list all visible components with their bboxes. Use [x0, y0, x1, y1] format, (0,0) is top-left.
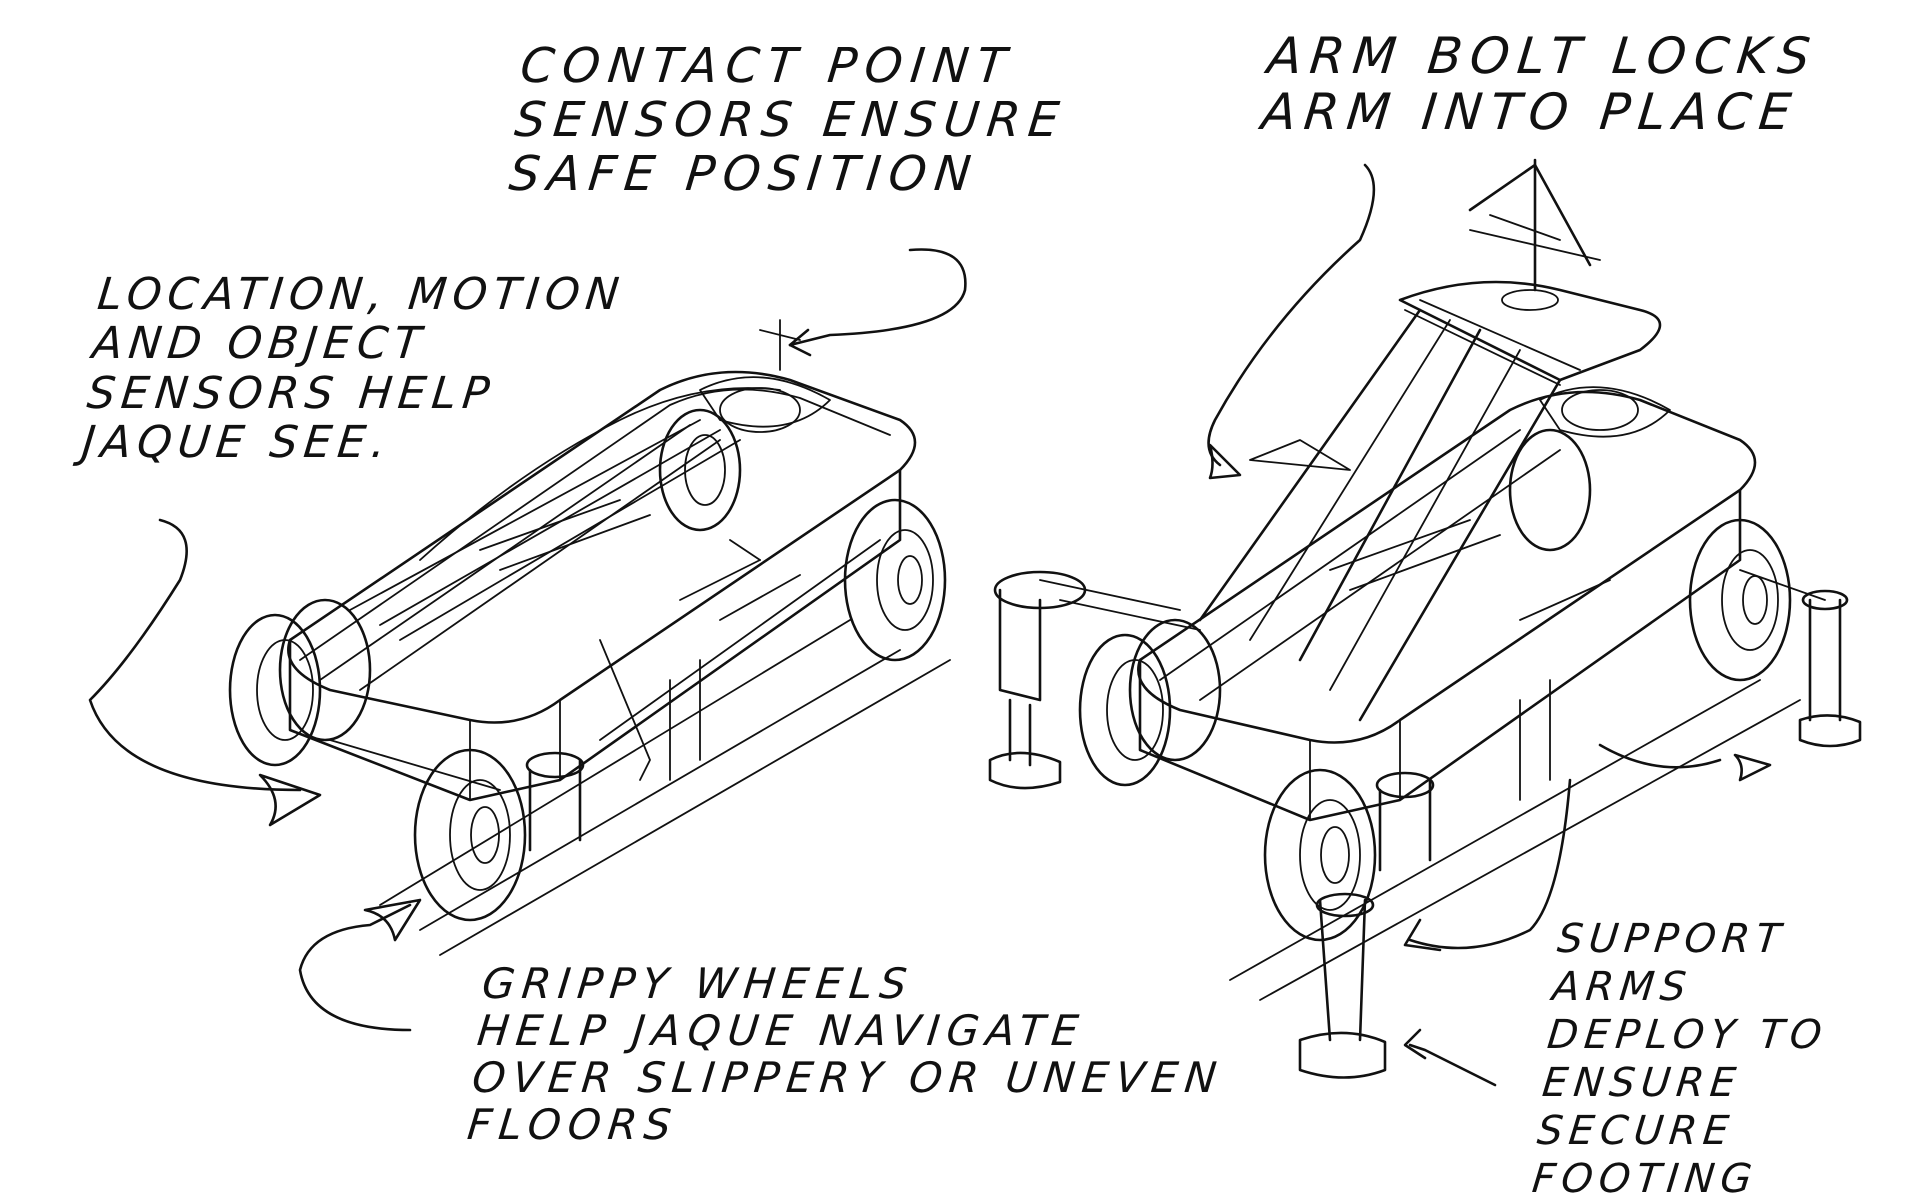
callout-arrows: [88, 163, 1772, 1087]
robot-right-sketch: [988, 158, 1862, 1079]
arm-bolt-label: ARM BOLT LOCKS ARM INTO PLACE: [1259, 27, 1821, 141]
location-sensors-label: LOCATION, MOTION AND OBJECT SENSORS HELP…: [79, 269, 628, 468]
robot-left-sketch: [228, 319, 951, 956]
support-arms-label: SUPPORT ARMS DEPLOY TO ENSURE SECURE FOO…: [1529, 916, 1830, 1202]
contact-point-label: CONTACT POINT SENSORS ENSURE SAFE POSITI…: [506, 38, 1070, 202]
grippy-wheels-label: GRIPPY WHEELS HELP JAQUE NAVIGATE OVER S…: [465, 959, 1226, 1150]
